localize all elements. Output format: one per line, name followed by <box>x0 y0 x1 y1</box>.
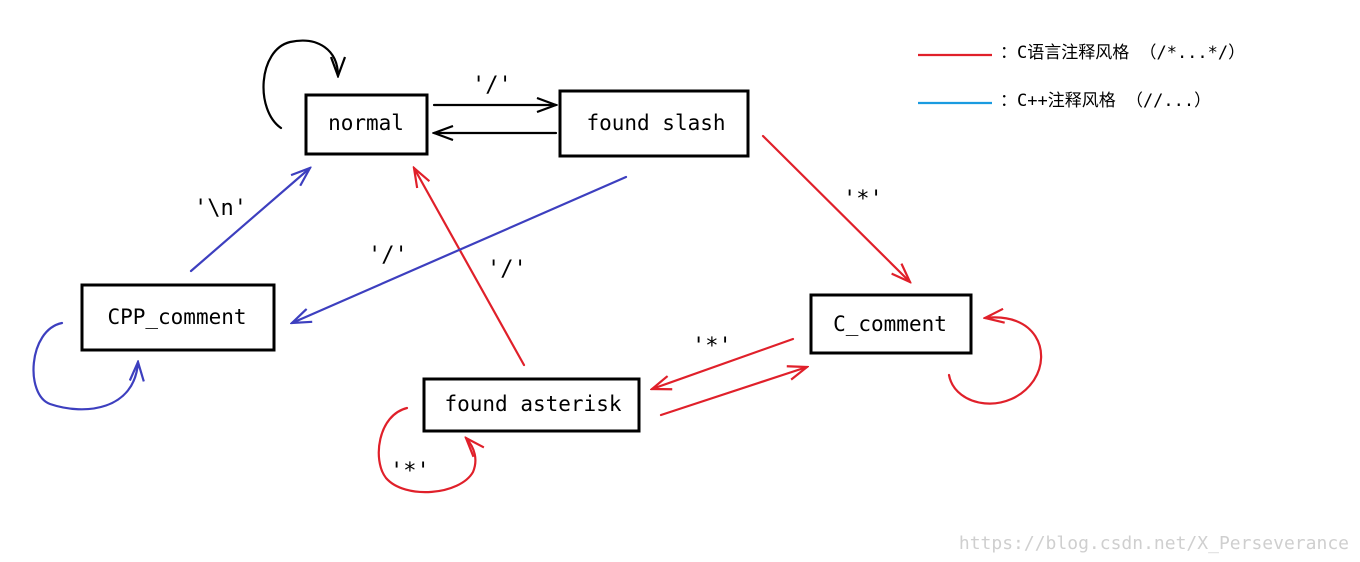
node-cpp-comment-label: CPP_comment <box>107 305 246 329</box>
edge-c-comment-self-loop <box>947 317 1043 405</box>
edge-cpp-comment-to-normal <box>189 168 310 273</box>
edge-found-slash-to-c-comment <box>761 134 910 282</box>
edge-found-asterisk-to-normal <box>414 168 526 367</box>
label-slash-to-cpp-comment: '/' <box>368 243 408 268</box>
node-found-asterisk-label: found asterisk <box>444 392 621 416</box>
label-slash-to-c-comment: '*' <box>843 187 883 212</box>
legend: ：C语言注释风格 （/*...*/） ：C++注释风格 （//...） <box>918 43 1245 111</box>
edge-normal-self-loop <box>262 39 338 130</box>
node-cpp-comment: CPP_comment <box>80 283 276 352</box>
edge-c-comment-to-found-asterisk <box>652 337 795 389</box>
label-asterisk-self: '*' <box>390 459 430 484</box>
node-c-comment: C_comment <box>809 293 973 355</box>
node-c-comment-label: C_comment <box>833 312 947 336</box>
node-found-slash: found slash <box>558 89 750 158</box>
edge-cpp-comment-self-loop <box>32 321 138 411</box>
legend-cpp-style-text: ：C++注释风格 （//...） <box>1000 91 1211 111</box>
node-found-slash-label: found slash <box>586 111 725 135</box>
label-c-to-asterisk: '*' <box>692 334 732 359</box>
label-asterisk-to-normal: '/' <box>487 257 527 282</box>
node-normal-label: normal <box>328 111 404 135</box>
legend-c-style-text: ：C语言注释风格 （/*...*/） <box>1000 43 1245 63</box>
edge-found-slash-to-cpp-comment <box>292 175 628 323</box>
watermark-text: https://blog.csdn.net/X_Perseverance <box>959 533 1349 554</box>
node-found-asterisk: found asterisk <box>422 377 641 433</box>
edge-found-asterisk-self-loop <box>377 406 476 494</box>
label-cpp-to-normal: '\n' <box>194 196 247 221</box>
label-normal-to-slash: '/' <box>472 73 512 98</box>
node-normal: normal <box>304 93 429 156</box>
edge-found-asterisk-to-c-comment <box>659 367 807 417</box>
